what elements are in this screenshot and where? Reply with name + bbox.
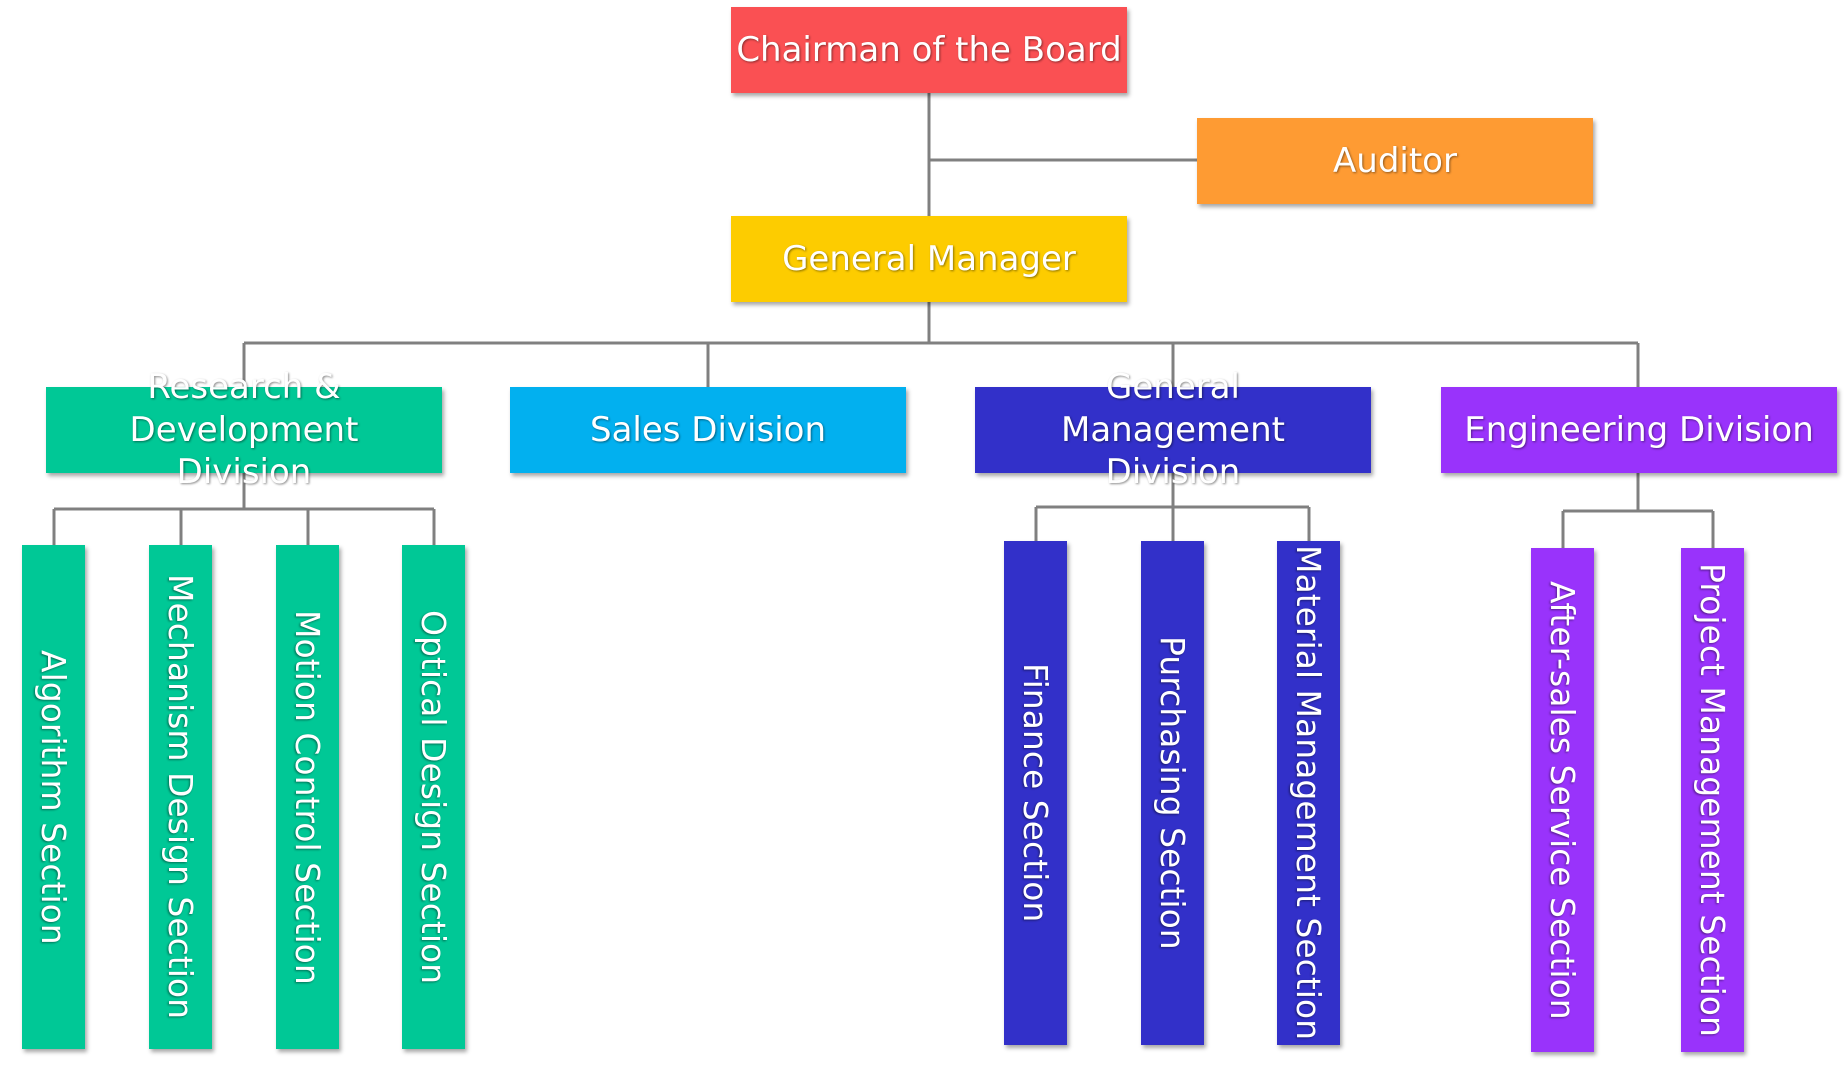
general-management-division-box: General Management Division: [975, 367, 1371, 492]
general-management-division-label: General Management Division: [1061, 367, 1285, 493]
after-sales-service-section-box: After-sales Service Section: [1531, 548, 1594, 1052]
auditor-label: Auditor: [1333, 140, 1457, 181]
motion-control-section-label: Motion Control Section: [288, 609, 328, 985]
chairman-label: Chairman of the Board: [736, 29, 1122, 70]
material-management-section-box: Material Management Section: [1277, 541, 1340, 1045]
general-manager-label: General Manager: [782, 238, 1076, 279]
sales-division-box: Sales Division: [510, 387, 906, 473]
purchasing-section-label: Purchasing Section: [1153, 636, 1193, 950]
optical-design-section-box: Optical Design Section: [402, 545, 465, 1049]
project-management-section-box: Project Management Section: [1681, 548, 1744, 1052]
optical-design-section-label: Optical Design Section: [414, 609, 454, 985]
auditor-box: Auditor: [1197, 118, 1593, 204]
engineering-division-label: Engineering Division: [1464, 409, 1814, 450]
algorithm-section-box: Algorithm Section: [22, 545, 85, 1049]
general-manager-box: General Manager: [731, 216, 1127, 302]
research-development-division-label: Research & Development Division: [129, 367, 359, 493]
research-development-division-box: Research & Development Division: [46, 367, 442, 492]
project-management-section-label: Project Management Section: [1693, 563, 1733, 1037]
finance-section-label: Finance Section: [1016, 663, 1056, 923]
engineering-division-box: Engineering Division: [1441, 387, 1837, 473]
after-sales-service-section-label: After-sales Service Section: [1543, 580, 1583, 1020]
mechanism-design-section-box: Mechanism Design Section: [149, 545, 212, 1049]
motion-control-section-box: Motion Control Section: [276, 545, 339, 1049]
material-management-section-label: Material Management Section: [1289, 545, 1329, 1041]
mechanism-design-section-label: Mechanism Design Section: [161, 574, 201, 1020]
algorithm-section-label: Algorithm Section: [34, 649, 74, 945]
finance-section-box: Finance Section: [1004, 541, 1067, 1045]
chairman-box: Chairman of the Board: [731, 7, 1127, 93]
sales-division-label: Sales Division: [589, 409, 826, 450]
purchasing-section-box: Purchasing Section: [1141, 541, 1204, 1045]
